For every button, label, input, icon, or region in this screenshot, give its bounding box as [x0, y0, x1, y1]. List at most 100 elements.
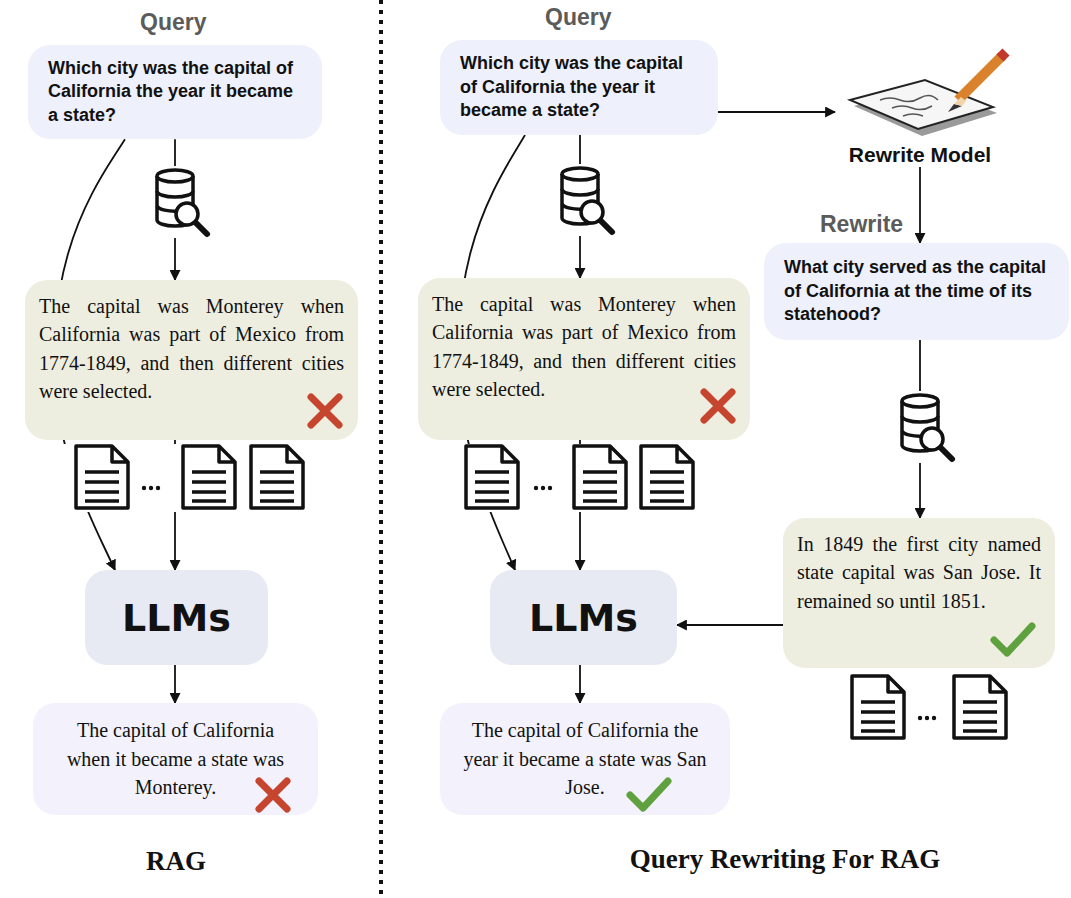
paper-pencil-icon: [880, 95, 938, 116]
box-text: The capital of California when it became…: [55, 716, 296, 801]
database-icon: [157, 176, 193, 226]
paper-pencil-icon: [948, 104, 962, 112]
database-icon: [581, 201, 603, 223]
box-heading: Rewrite: [820, 211, 903, 238]
database-icon: [902, 395, 938, 407]
box-text: LLMs: [529, 596, 638, 640]
document-icons: [183, 446, 235, 508]
paper-pencil-icon: [1000, 52, 1006, 58]
document-icons: [455, 444, 705, 512]
document-icons: [583, 472, 617, 501]
database-icon: [562, 168, 598, 180]
document-icons: [76, 446, 128, 508]
database-icon: [556, 164, 616, 236]
paper-pencil-icon: [850, 52, 1006, 136]
document-icons: [852, 676, 1006, 738]
flow-arrow: [677, 624, 783, 626]
document-icons: [534, 486, 538, 490]
database-icon: [921, 428, 943, 450]
document-icons: [183, 446, 235, 508]
database-icon: [151, 166, 211, 238]
box-text: The capital of California the year it be…: [462, 716, 708, 801]
document-icons: [251, 446, 303, 508]
document-icons: [455, 444, 705, 512]
database-icon: [176, 203, 198, 225]
document-icons: [925, 716, 929, 720]
document-icons: [149, 486, 153, 490]
box-text: LLMs: [122, 596, 231, 640]
database-icon: [556, 164, 616, 236]
document-icons: [918, 716, 922, 720]
document-icons: [954, 676, 1006, 738]
query-box: QueryWhich city was the capital of Calif…: [440, 40, 718, 135]
database-icon: [562, 189, 598, 209]
box-text: What city served as the capital of Calif…: [784, 256, 1049, 326]
document-icons: [650, 472, 684, 501]
query-box: RewriteWhat city served as the capital o…: [764, 243, 1069, 340]
document-icons: [475, 472, 509, 501]
document-icons: [251, 446, 303, 508]
paper-pencil-icon: [958, 56, 1002, 100]
retrieved-passage-box: The capital was Monterey when California…: [25, 280, 358, 440]
flow-arrow: [579, 440, 581, 570]
answer-box: The capital of California when it became…: [33, 703, 318, 815]
box-heading: Query: [545, 4, 611, 31]
answer-box: The capital of California the year it be…: [440, 703, 730, 815]
box-text: In 1849 the first city named state capit…: [797, 530, 1041, 615]
document-icons: [142, 486, 146, 490]
panel-title: Query Rewriting For RAG: [480, 844, 1071, 875]
document-icons: [954, 676, 1006, 738]
document-icons: [156, 486, 160, 490]
llm-box: LLMs: [85, 570, 268, 665]
document-icons: [76, 446, 128, 508]
query-box: QueryWhich city was the capital of Calif…: [28, 45, 322, 139]
document-icons: [192, 472, 226, 501]
flow-arrow: [174, 665, 176, 703]
database-icon: [157, 191, 193, 211]
database-icon: [940, 447, 952, 459]
database-icon: [600, 220, 612, 232]
paper-pencil-icon: [954, 97, 966, 106]
database-icon: [157, 170, 193, 182]
paper-pencil-icon: [850, 80, 993, 129]
box-text: The capital was Monterey when California…: [432, 290, 736, 404]
llm-box: LLMs: [490, 570, 677, 665]
retrieved-passage-box: The capital was Monterey when California…: [418, 278, 750, 440]
box-text: Rewrite Model: [849, 143, 991, 167]
document-icons: [963, 702, 997, 731]
document-icons: [548, 486, 552, 490]
flow-arrow: [174, 440, 176, 570]
document-icons: [64, 444, 312, 512]
flow-arrow: [579, 135, 581, 278]
document-icons: [260, 472, 294, 501]
document-icons: [85, 472, 119, 501]
document-icons: [466, 446, 518, 508]
box-text: Which city was the capital of California…: [460, 52, 698, 122]
document-icons: [574, 446, 626, 508]
box-text: The capital was Monterey when California…: [39, 292, 344, 406]
document-icons: [574, 446, 626, 508]
flow-arrow: [919, 167, 921, 243]
box-heading: Query: [140, 9, 206, 36]
database-icon: [896, 391, 956, 463]
document-icons: [641, 446, 693, 508]
document-icons: [64, 444, 312, 512]
document-icons: [861, 702, 895, 731]
rewrite-model: Rewrite Model: [835, 55, 1005, 167]
panel-divider: [379, 0, 383, 898]
paper-pencil-icon: [854, 86, 997, 136]
panel-title: RAG: [0, 846, 352, 877]
flow-arrow: [718, 111, 835, 113]
box-text: Which city was the capital of California…: [48, 57, 302, 127]
document-icons: [852, 676, 904, 738]
database-icon: [151, 166, 211, 238]
database-icon: [902, 401, 938, 451]
retrieved-passage-box: In 1849 the first city named state capit…: [783, 518, 1055, 668]
document-icons: [852, 676, 904, 738]
database-icon: [896, 391, 956, 463]
flow-arrow: [579, 665, 581, 703]
document-icons: [466, 446, 518, 508]
flow-arrow: [174, 139, 176, 280]
flow-arrow: [919, 340, 921, 518]
